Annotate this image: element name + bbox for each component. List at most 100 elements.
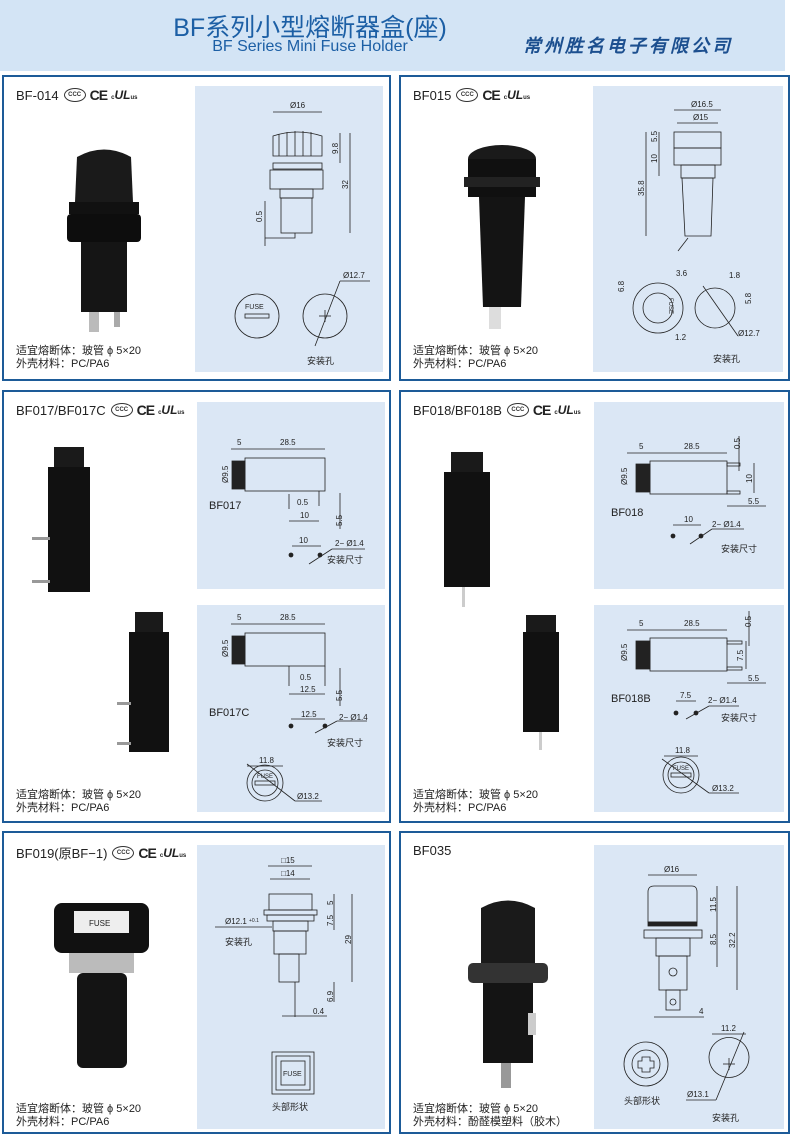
svg-text:5: 5 bbox=[237, 613, 242, 622]
svg-text:32: 32 bbox=[341, 180, 350, 189]
svg-text:Ø12.7: Ø12.7 bbox=[343, 271, 365, 280]
svg-text:5: 5 bbox=[237, 438, 242, 447]
svg-text:11.5: 11.5 bbox=[709, 896, 718, 912]
svg-text:28.5: 28.5 bbox=[280, 613, 296, 622]
svg-text:5.5: 5.5 bbox=[650, 130, 659, 142]
svg-text:2− Ø1.4: 2− Ø1.4 bbox=[335, 539, 364, 548]
svg-text:FUSE: FUSE bbox=[667, 298, 673, 314]
svg-text:0.5: 0.5 bbox=[255, 210, 264, 222]
ccc-logo: CCC bbox=[63, 88, 86, 102]
svg-text:BF018B: BF018B bbox=[611, 693, 651, 705]
svg-text:安装尺寸: 安装尺寸 bbox=[327, 554, 363, 565]
svg-text:BF017C: BF017C bbox=[209, 707, 249, 719]
svg-text:1.8: 1.8 bbox=[729, 271, 741, 280]
svg-text:头部形状: 头部形状 bbox=[272, 1101, 308, 1112]
svg-text:Ø9.5: Ø9.5 bbox=[221, 639, 230, 657]
svg-text:2− Ø1.4: 2− Ø1.4 bbox=[708, 696, 737, 705]
svg-text:BF018: BF018 bbox=[611, 507, 643, 519]
svg-text:2− Ø1.4: 2− Ø1.4 bbox=[339, 713, 368, 722]
product-photo bbox=[67, 149, 141, 332]
model-name: BF017/BF017C bbox=[16, 402, 106, 418]
company-name: 常州胜名电子有限公司 bbox=[523, 36, 733, 57]
svg-text:10: 10 bbox=[684, 515, 693, 524]
model-name: BF018/BF018B bbox=[413, 402, 502, 418]
svg-text:32.2: 32.2 bbox=[728, 932, 737, 948]
svg-text:FUSE: FUSE bbox=[283, 1071, 302, 1078]
ce-logo: CE bbox=[89, 87, 108, 103]
svg-text:5: 5 bbox=[639, 619, 644, 628]
dimension-drawing: 5 28.5 0.5 Ø9.5 10 5.5 BF018 10 2− Ø1.4 … bbox=[594, 402, 784, 812]
svg-text:10: 10 bbox=[299, 536, 308, 545]
svg-text:FUSE: FUSE bbox=[673, 766, 689, 772]
svg-text:7.5: 7.5 bbox=[736, 649, 745, 661]
ul-logo: cULus bbox=[111, 88, 138, 102]
svg-text:Ø9.5: Ø9.5 bbox=[221, 465, 230, 483]
product-photo-bf018b bbox=[523, 615, 559, 750]
svg-text:安装孔: 安装孔 bbox=[307, 355, 334, 366]
title-en: BF Series Mini Fuse Holder bbox=[212, 38, 408, 55]
svg-text:28.5: 28.5 bbox=[280, 438, 296, 447]
svg-text:3.6: 3.6 bbox=[676, 269, 688, 278]
svg-text:安装孔: 安装孔 bbox=[712, 1112, 739, 1123]
svg-text:安装尺寸: 安装尺寸 bbox=[721, 712, 757, 723]
dimension-drawing: Ø16.5 Ø15 5.5 10 35.8 3.6 1.8 6.8 5.8 1.… bbox=[593, 86, 783, 372]
svg-text:Ø13.1: Ø13.1 bbox=[687, 1090, 709, 1099]
svg-text:Ø13.2: Ø13.2 bbox=[297, 792, 319, 801]
product-photo-bf018 bbox=[444, 452, 490, 607]
svg-text:12.5: 12.5 bbox=[300, 685, 316, 694]
svg-text:BF017: BF017 bbox=[209, 500, 241, 512]
product-photo-bf017c bbox=[117, 612, 169, 752]
svg-text:28.5: 28.5 bbox=[684, 442, 700, 451]
svg-text:□14: □14 bbox=[281, 869, 295, 878]
model-name: BF035 bbox=[413, 843, 452, 858]
svg-text:12.5: 12.5 bbox=[301, 710, 317, 719]
svg-text:7.5: 7.5 bbox=[680, 691, 692, 700]
svg-text:安装尺寸: 安装尺寸 bbox=[721, 543, 757, 554]
product-photo-bf017 bbox=[32, 447, 90, 592]
svg-text:Ø9.5: Ø9.5 bbox=[620, 467, 629, 485]
svg-text:28.5: 28.5 bbox=[684, 619, 700, 628]
svg-text:5.8: 5.8 bbox=[744, 292, 753, 304]
svg-text:5: 5 bbox=[639, 442, 644, 451]
svg-text:2− Ø1.4: 2− Ø1.4 bbox=[712, 520, 741, 529]
svg-text:9.8: 9.8 bbox=[331, 142, 340, 154]
svg-text:35.8: 35.8 bbox=[637, 180, 646, 196]
svg-text:0.5: 0.5 bbox=[297, 498, 309, 507]
title-cn: BF系列小型熔断器盒(座) bbox=[173, 14, 447, 42]
svg-text:FUSE: FUSE bbox=[89, 919, 110, 928]
svg-text:10: 10 bbox=[745, 474, 754, 483]
svg-text:0.4: 0.4 bbox=[313, 1007, 325, 1016]
svg-text:Ø16: Ø16 bbox=[290, 101, 306, 110]
svg-text:FUSE: FUSE bbox=[257, 774, 273, 780]
svg-text:6.9: 6.9 bbox=[326, 990, 335, 1002]
svg-text:29: 29 bbox=[344, 935, 353, 944]
svg-text:6.8: 6.8 bbox=[617, 280, 626, 292]
svg-text:Ø12.7: Ø12.7 bbox=[738, 329, 760, 338]
svg-text:0.5: 0.5 bbox=[300, 673, 312, 682]
svg-text:头部形状: 头部形状 bbox=[624, 1095, 660, 1106]
svg-text:10: 10 bbox=[300, 511, 309, 520]
svg-text:Ø9.5: Ø9.5 bbox=[620, 643, 629, 661]
product-photo bbox=[464, 145, 540, 329]
model-name: BF-014 bbox=[16, 87, 59, 103]
dimension-drawing: Ø16 11.5 8.5 32.2 4 头部形状 11.2 Ø13.1 安装孔 bbox=[594, 845, 784, 1129]
svg-text:安装孔: 安装孔 bbox=[713, 353, 740, 364]
product-photo bbox=[468, 900, 548, 1088]
svg-text:7.5: 7.5 bbox=[326, 914, 335, 926]
page-header: BF系列小型熔断器盒(座) BF Series Mini Fuse Holder… bbox=[0, 0, 785, 71]
product-photo: FUSE bbox=[54, 903, 149, 1068]
svg-text:Ø16: Ø16 bbox=[664, 865, 680, 874]
svg-text:5.5: 5.5 bbox=[335, 514, 344, 526]
svg-text:5.5: 5.5 bbox=[335, 689, 344, 701]
